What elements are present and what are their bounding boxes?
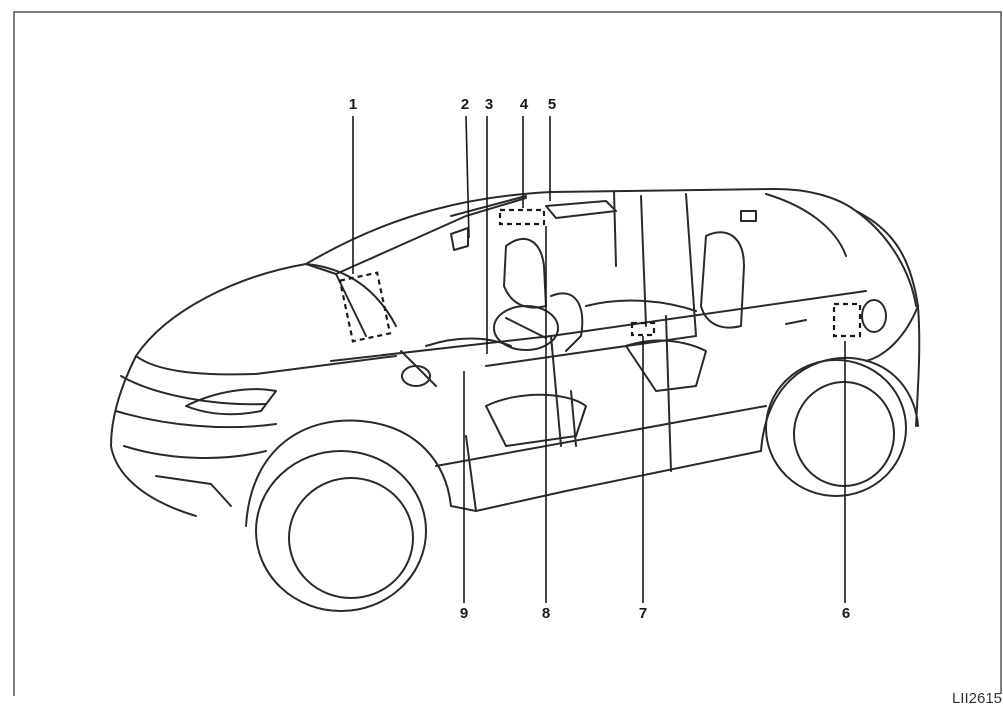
callout-6: 6 [842, 605, 850, 622]
headliner-module-marker [498, 208, 546, 226]
callout-3: 3 [485, 96, 493, 113]
vehicle-diagram: 1 2 3 4 5 6 7 8 9 LII2615 [13, 11, 1002, 707]
rear-sensor-marker [832, 302, 862, 338]
leader-lines [352, 115, 846, 603]
console-module-marker [630, 321, 656, 337]
callout-8: 8 [542, 605, 550, 622]
component-markers [338, 208, 862, 343]
callout-5: 5 [548, 96, 556, 113]
callout-4: 4 [520, 96, 529, 113]
callout-1: 1 [349, 96, 357, 113]
front-sensor-marker [338, 271, 392, 343]
callout-7: 7 [639, 605, 647, 622]
car-illustration [110, 188, 921, 612]
figure-code: LII2615 [952, 690, 1002, 707]
callout-9: 9 [460, 605, 468, 622]
callout-2: 2 [461, 96, 469, 113]
figure-frame [13, 11, 1002, 696]
